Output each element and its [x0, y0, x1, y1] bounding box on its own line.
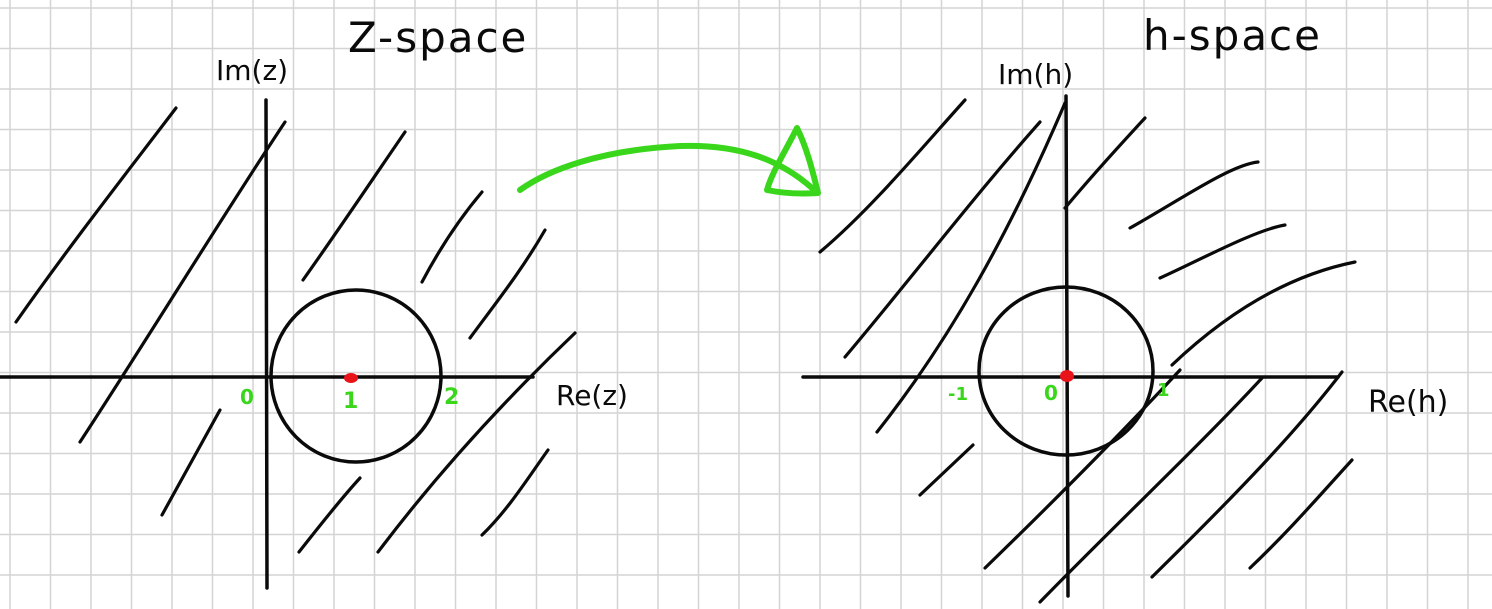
h-y-axis — [1064, 94, 1070, 598]
h-tick-label-0: 0 — [1044, 381, 1058, 405]
hatch-stroke — [1248, 458, 1354, 570]
h-space-hatching — [818, 98, 1357, 604]
z-y-axis-label: Im(z) — [216, 54, 288, 87]
hatch-stroke — [160, 408, 222, 517]
h-marked-point — [1060, 370, 1074, 382]
z-tick-label-2: 2 — [444, 385, 459, 410]
h-space-title: h-space — [1143, 11, 1322, 60]
hatch-stroke — [14, 106, 178, 324]
z-y-axis — [264, 98, 269, 590]
hatch-stroke — [1170, 260, 1357, 367]
hatch-stroke — [1128, 160, 1260, 230]
hatch-stroke — [78, 120, 287, 444]
z-tick-label-0: 0 — [240, 385, 254, 409]
z-space-hatching — [14, 106, 577, 554]
hatch-stroke — [818, 98, 967, 254]
h-x-axis-label: Re(h) — [1368, 385, 1448, 420]
z-tick-label-1: 1 — [343, 389, 358, 414]
z-space-title: Z-space — [348, 13, 528, 62]
hatch-stroke — [376, 331, 577, 554]
hatch-stroke — [420, 190, 484, 284]
hatch-stroke — [875, 101, 1067, 434]
z-space-panel: Z-space Im(z) Re(z) 0 1 2 — [0, 13, 628, 590]
hatch-stroke — [468, 228, 547, 340]
z-space-circle — [269, 288, 443, 464]
h-space-circle — [977, 285, 1155, 457]
hatch-stroke — [918, 443, 975, 497]
h-tick-label-1: 1 — [1157, 380, 1170, 401]
hatch-stroke — [983, 368, 1182, 570]
h-y-axis-label: Im(h) — [998, 58, 1073, 91]
hatch-stroke — [297, 476, 362, 554]
z-x-axis-label: Re(z) — [556, 379, 628, 412]
hatch-stroke — [1063, 116, 1147, 210]
z-marked-point — [344, 373, 358, 383]
h-tick-label-neg1: -1 — [948, 384, 968, 405]
hatch-stroke — [843, 120, 1042, 359]
h-space-panel: h-space Im(h) Re(h) -1 0 1 — [801, 11, 1448, 604]
curved-arrow-icon — [517, 125, 821, 197]
hatch-stroke — [1158, 223, 1287, 280]
hatch-stroke — [1038, 376, 1264, 604]
hatch-stroke — [301, 130, 407, 282]
hatch-stroke — [480, 448, 550, 537]
hatch-stroke — [1150, 370, 1344, 579]
